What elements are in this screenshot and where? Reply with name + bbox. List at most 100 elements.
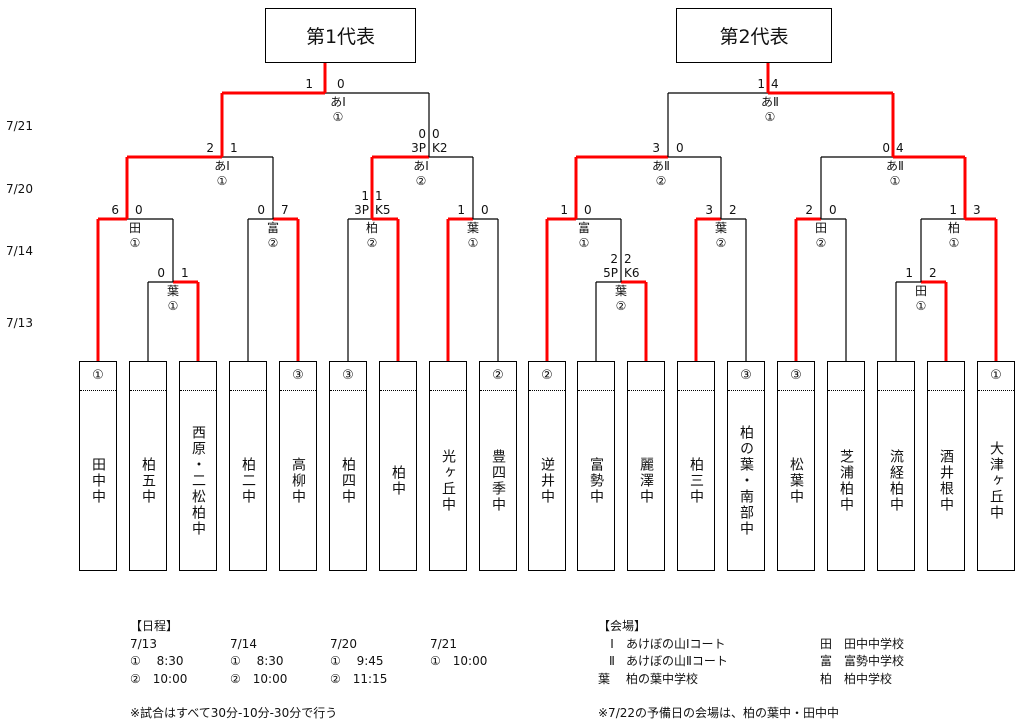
- score-right: 2: [624, 252, 632, 266]
- score-left: 1: [361, 189, 369, 203]
- team-name: 流経柏中: [888, 448, 904, 513]
- team-name: 大津ヶ丘中: [988, 440, 1004, 521]
- venue-code: 葉: [598, 671, 611, 686]
- team-name: 柏三中: [688, 456, 704, 505]
- schedule-slot: ② 10:00: [130, 671, 188, 686]
- team-seed: [578, 362, 614, 391]
- match-venue: あⅠ: [214, 159, 230, 173]
- score-right: 0: [481, 203, 489, 217]
- team-box: 麗澤中: [627, 361, 665, 571]
- team-name: 松葉中: [788, 456, 804, 505]
- team-box: ① 田中中: [79, 361, 117, 571]
- match-slot: ①: [764, 110, 776, 124]
- team-name: 田中中: [90, 456, 106, 505]
- team-box: 西原・二松柏中: [179, 361, 217, 571]
- match-venue: 田: [814, 221, 827, 235]
- schedule-heading: 【日程】: [130, 619, 179, 633]
- score-right: 1: [230, 141, 238, 155]
- match-slot: ①: [889, 174, 901, 188]
- venue-code: 富: [820, 654, 833, 668]
- team-name: 酒井根中: [938, 448, 954, 513]
- team-seed: ③: [330, 362, 366, 391]
- team-box: 光ヶ丘中: [429, 361, 467, 571]
- representative-2-box: 第2代表: [676, 8, 832, 63]
- score-left: 0: [418, 127, 426, 141]
- score-left: 2: [206, 141, 214, 155]
- pk-right: K2: [432, 141, 448, 155]
- team-seed: [678, 362, 714, 391]
- venue-name: 田中中学校: [844, 636, 905, 651]
- score-right: 2: [929, 266, 937, 280]
- pk-left: 3P: [411, 141, 426, 155]
- match-venue: 葉: [614, 284, 627, 298]
- venue-heading: 【会場】: [598, 619, 647, 633]
- score-right: 0: [337, 77, 345, 91]
- match-venue: あⅠ: [413, 159, 429, 173]
- score-left: 0: [257, 203, 265, 217]
- match-slot: ②: [815, 236, 827, 250]
- team-box: 柏三中: [677, 361, 715, 571]
- venue-entry: 富富勢中学校: [820, 653, 904, 671]
- match-venue: 葉: [466, 221, 479, 235]
- match-slot: ①: [167, 299, 179, 313]
- match-venue: 葉: [714, 221, 727, 235]
- schedule-day: 7/13 ① 8:30 ② 10:00: [130, 636, 230, 689]
- venue-name: 柏の葉中学校: [626, 671, 699, 686]
- match-venue: 柏: [947, 221, 960, 235]
- team-box: 酒井根中: [927, 361, 965, 571]
- match-slot: ②: [715, 236, 727, 250]
- team-seed: [180, 362, 216, 391]
- schedule-slot: ① 8:30: [130, 654, 184, 668]
- match-venue: 富: [577, 221, 590, 235]
- score-left: 1: [905, 266, 913, 280]
- schedule-day: 7/14 ① 8:30 ② 10:00: [230, 636, 330, 689]
- match-venue: あⅡ: [761, 95, 779, 109]
- pk-left: 3P: [354, 203, 369, 217]
- team-seed: [380, 362, 416, 391]
- venue-note: ※7/22の予備日の会場は、柏の葉中・田中中: [598, 706, 840, 720]
- score-right: 0: [432, 127, 440, 141]
- match-venue: あⅠ: [330, 95, 346, 109]
- score-right: 4: [896, 141, 904, 155]
- team-seed: [130, 362, 166, 391]
- match-venue: 富: [266, 221, 279, 235]
- team-seed: ③: [280, 362, 316, 391]
- team-name: 柏五中: [140, 456, 156, 505]
- team-seed: ③: [778, 362, 814, 391]
- schedule-date: 7/21: [430, 636, 457, 651]
- score-right: 0: [676, 141, 684, 155]
- team-seed: ①: [80, 362, 116, 391]
- match-slot: ①: [578, 236, 590, 250]
- representative-2-label: 第2代表: [719, 26, 789, 48]
- score-right: 0: [829, 203, 837, 217]
- schedule-day: 7/20 ① 9:45 ② 11:15: [330, 636, 430, 689]
- representative-1-label: 第1代表: [305, 26, 376, 48]
- venue-name: 富勢中学校: [844, 654, 905, 668]
- score-left: 6: [111, 203, 119, 217]
- match-slot: ②: [655, 174, 667, 188]
- match-venue: 田: [128, 221, 141, 235]
- venue-code: 柏: [820, 671, 833, 686]
- team-box: 芝浦柏中: [827, 361, 865, 571]
- team-name: 麗澤中: [638, 456, 654, 505]
- team-name: 柏二中: [240, 456, 256, 505]
- team-name: 富勢中: [588, 456, 604, 505]
- round-date-7-20: 7/20: [6, 182, 33, 196]
- schedule-note: ※試合はすべて30分-10分-30分で行う: [130, 706, 338, 720]
- match-slot: ②: [267, 236, 279, 250]
- team-seed: ②: [529, 362, 565, 391]
- match-slot: ①: [129, 236, 141, 250]
- schedule-slot: ① 8:30: [230, 654, 284, 668]
- schedule-slot: ② 11:15: [330, 671, 388, 686]
- score-left: 2: [610, 252, 618, 266]
- score-right: 3: [973, 203, 981, 217]
- score-right: 1: [375, 189, 383, 203]
- schedule-day: 7/21 ① 10:00: [430, 636, 530, 689]
- schedule-date: 7/13: [130, 636, 157, 651]
